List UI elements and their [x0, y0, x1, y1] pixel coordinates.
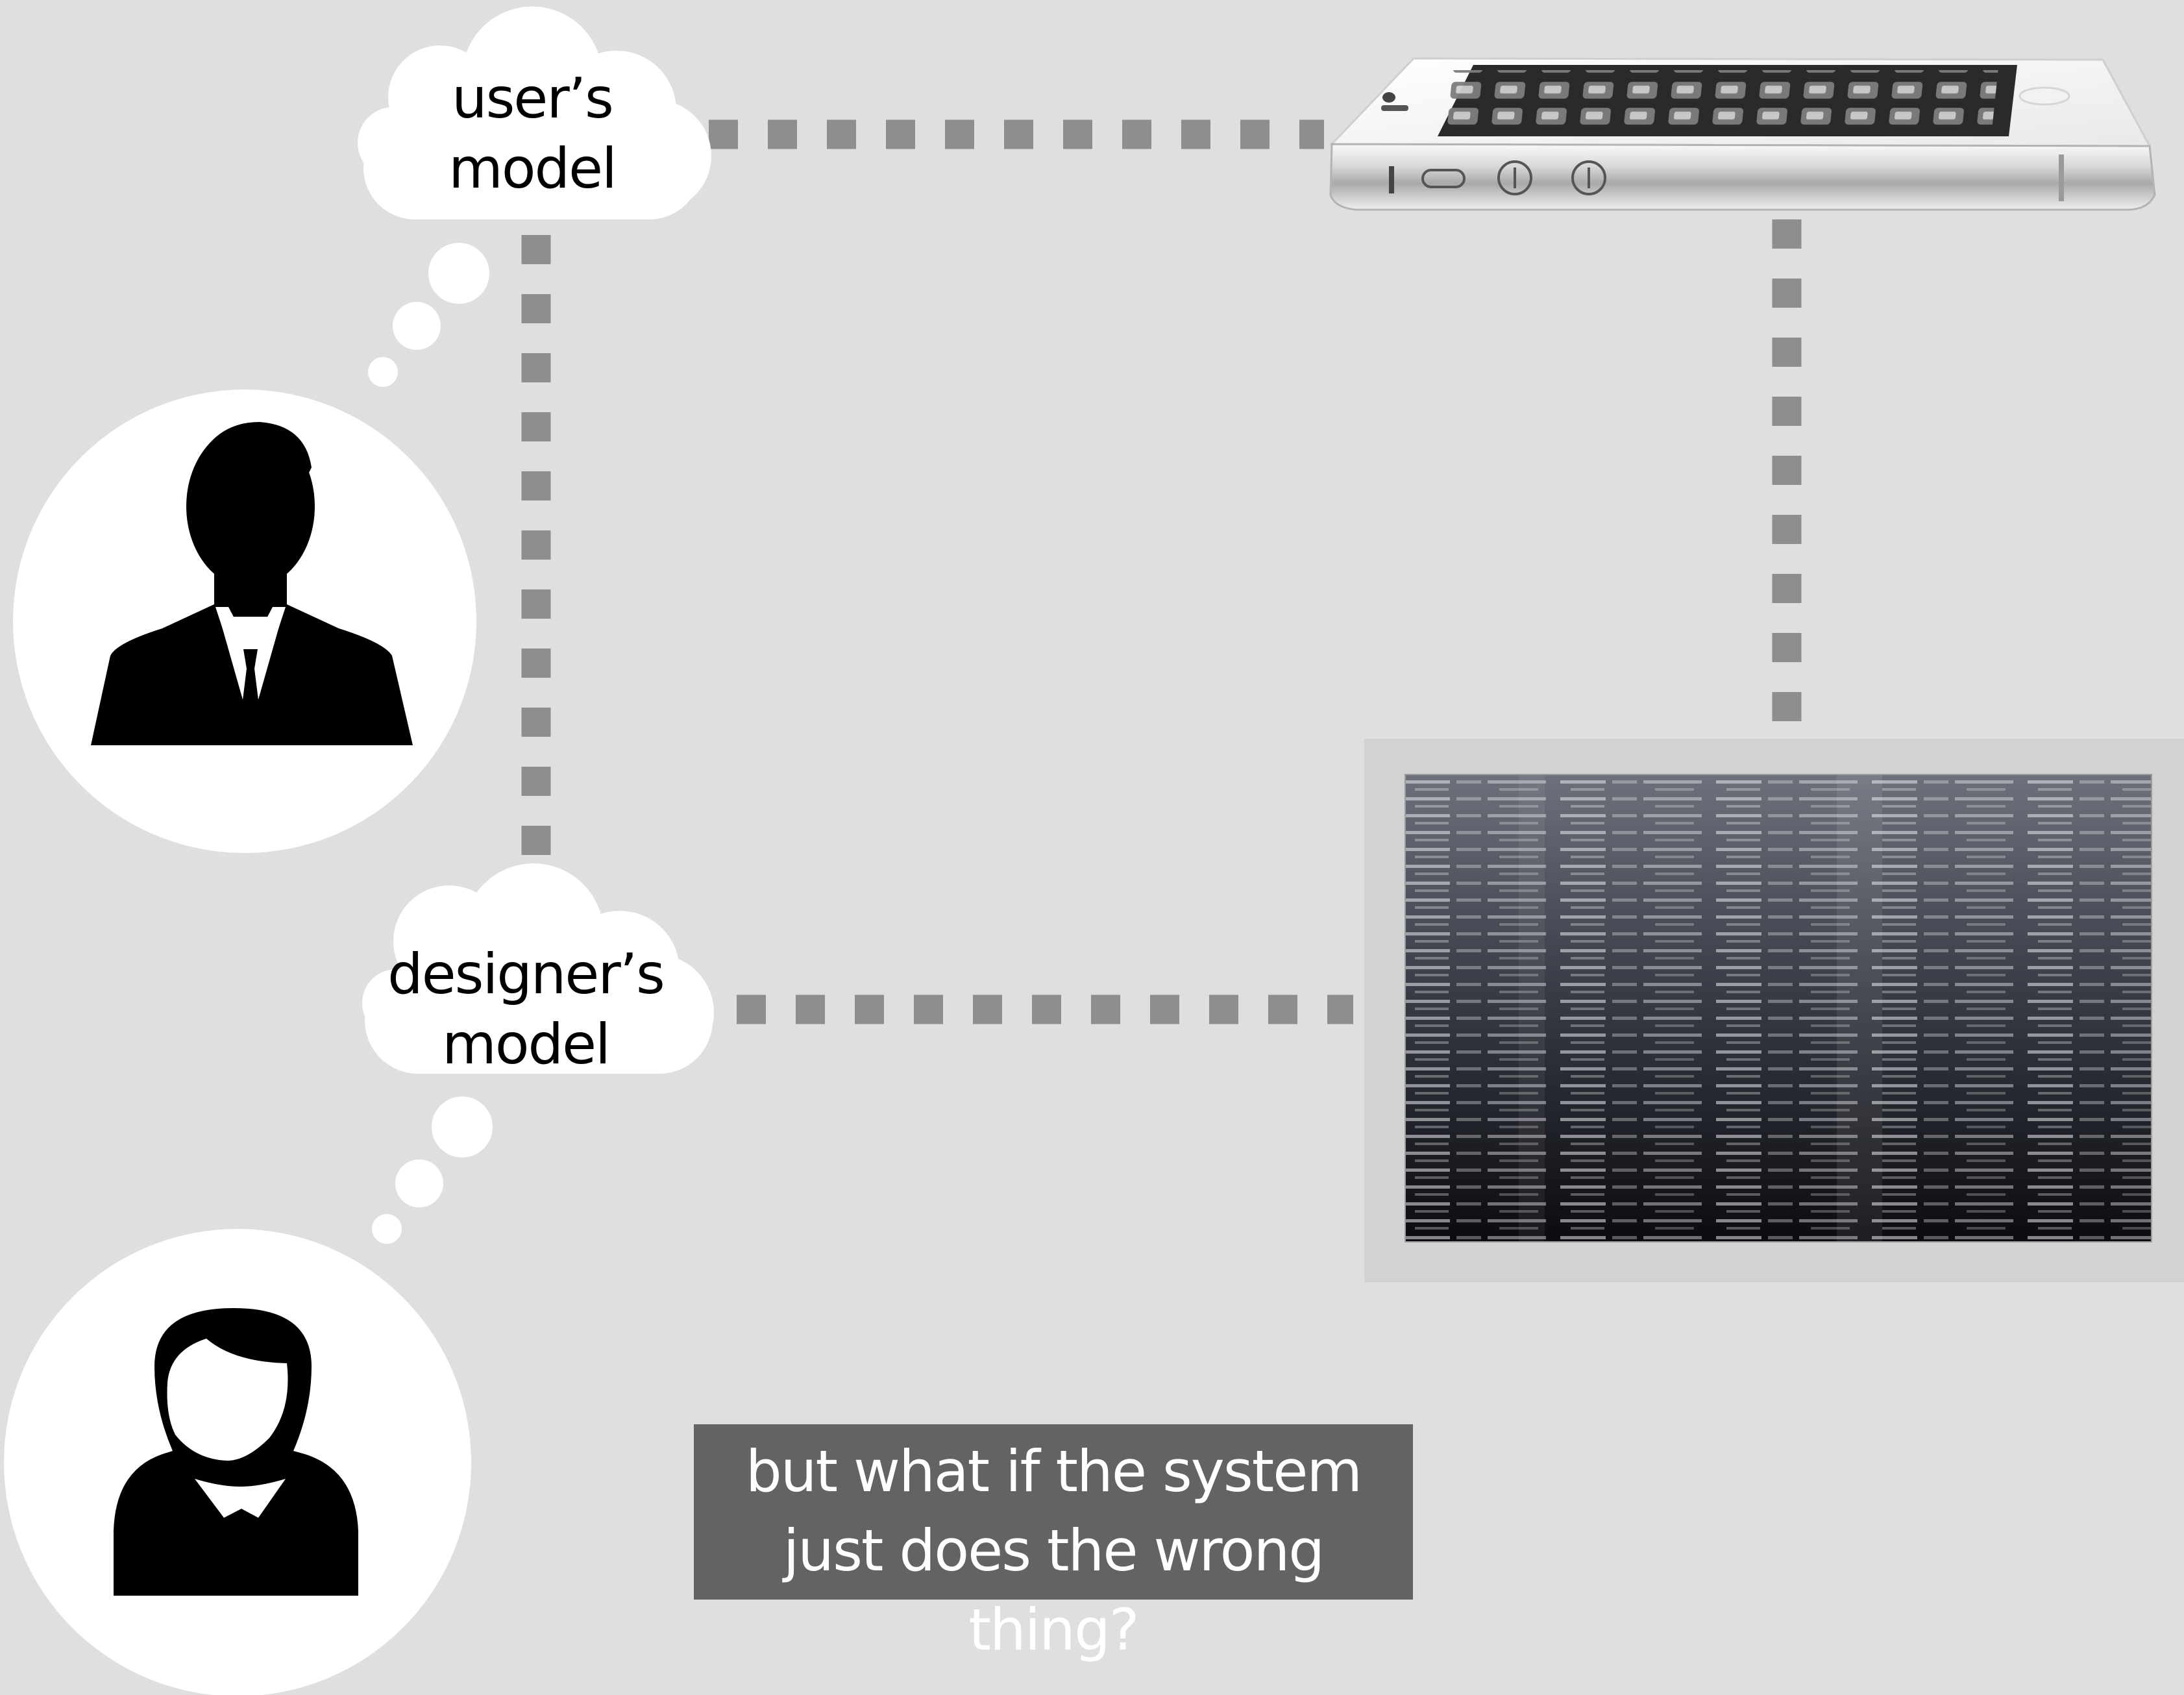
- user-thought-bubbles: [368, 243, 489, 387]
- source-code-screen: [1364, 739, 2184, 1282]
- designer-avatar: [4, 1229, 471, 1695]
- woman-silhouette-icon: [114, 1308, 358, 1596]
- user-avatar: [13, 390, 476, 853]
- designer-model-label-line-2: model: [442, 1012, 611, 1077]
- designer-thought-cloud: [362, 863, 714, 1074]
- question-caption: but what if the system just does the wro…: [694, 1424, 1413, 1663]
- designer-thought-bubbles: [372, 1096, 493, 1244]
- designer-model-label: designer’s model: [370, 939, 681, 1080]
- man-in-suit-silhouette-icon: [91, 422, 413, 745]
- user-model-label-line-2: model: [448, 136, 617, 201]
- user-model-label-line-1: user’s: [452, 66, 614, 131]
- user-thought-cloud: [358, 6, 711, 219]
- smartphone-icon: [1329, 57, 2156, 211]
- designer-model-label-line-1: designer’s: [387, 942, 665, 1007]
- caption-line-2: just does the wrong thing?: [783, 1517, 1325, 1663]
- user-model-label: user’s model: [402, 64, 662, 204]
- caption-line-1: but what if the system: [745, 1438, 1362, 1505]
